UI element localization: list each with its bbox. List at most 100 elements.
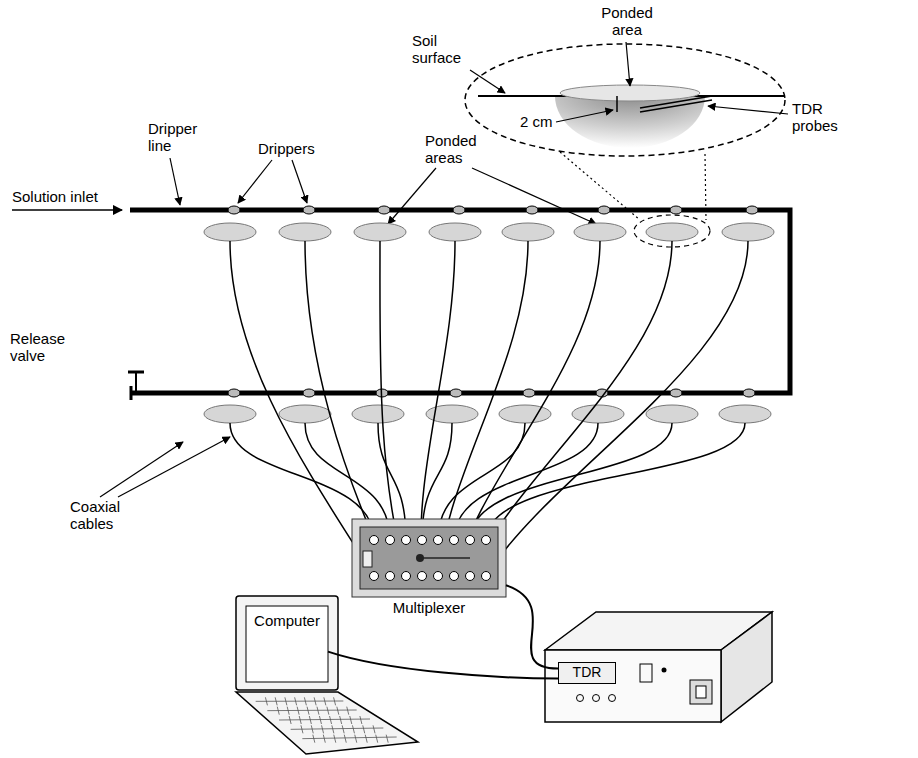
multiplexer-port	[466, 536, 475, 545]
keyboard-key	[313, 735, 315, 743]
dripper	[453, 206, 465, 214]
annotation-label: Drippers	[258, 140, 315, 157]
tdr-connector	[690, 680, 712, 704]
ponded-area	[646, 405, 698, 423]
keyboard-key	[365, 735, 367, 743]
ponded-area	[574, 223, 626, 241]
dripper	[303, 206, 315, 214]
multiplexer-port	[363, 551, 372, 567]
cable-connector	[506, 585, 558, 668]
leader-arrow	[388, 168, 436, 224]
dripper	[228, 206, 240, 214]
ponded-area	[352, 405, 404, 423]
tdr-connector	[696, 686, 706, 698]
keyboard-key	[347, 707, 349, 715]
ponded-area	[204, 223, 256, 241]
keyboard-key	[277, 707, 279, 715]
dripper	[598, 206, 610, 214]
keyboard-row	[302, 737, 396, 739]
keyboard-key	[301, 725, 303, 733]
leader-arrow	[556, 110, 613, 122]
keyboard-key	[322, 725, 324, 733]
laptop-base	[236, 692, 418, 754]
keyboard-key	[360, 716, 362, 724]
annotation-label: TDR probes	[792, 100, 848, 134]
ponded-area	[279, 405, 331, 423]
leader-arrow	[292, 160, 307, 203]
multiplexer-panel	[360, 527, 498, 589]
multiplexer-port	[386, 572, 395, 581]
multiplexer-port	[370, 536, 379, 545]
multiplexer-port	[450, 536, 459, 545]
multiplexer-port	[402, 536, 411, 545]
keyboard-key	[287, 707, 289, 715]
annotation-label: Solution inlet	[12, 188, 98, 205]
multiplexer-port	[434, 536, 443, 545]
keyboard-key	[334, 697, 336, 705]
multiplexer-box: Multiplexer	[352, 519, 506, 597]
dripper	[450, 389, 462, 397]
ponded-area	[560, 85, 700, 101]
coaxial-cable	[486, 241, 748, 576]
inset-outline	[465, 44, 785, 156]
keyboard-key	[317, 707, 319, 715]
line-end	[130, 386, 133, 400]
keyboard-key	[323, 735, 325, 743]
keyboard-key	[376, 735, 378, 743]
multiplexer-port	[386, 536, 395, 545]
dripper	[228, 389, 240, 397]
multiplexer-port	[402, 572, 411, 581]
dripper	[378, 206, 390, 214]
annotation-label: Ponded areas	[425, 132, 487, 166]
dripper	[303, 389, 315, 397]
multiplexer-port	[466, 572, 475, 581]
multiplexer-port	[450, 572, 459, 581]
leader-arrow	[470, 70, 505, 93]
keyboard-key	[297, 707, 299, 715]
ponded-area	[429, 223, 481, 241]
multiplexer-port	[370, 572, 379, 581]
dripper	[743, 389, 755, 397]
multiplexer-switch	[416, 554, 424, 562]
multiplexer-port	[418, 572, 427, 581]
dripper	[746, 206, 758, 214]
ponded-area	[572, 405, 624, 423]
keyboard-key	[332, 725, 334, 733]
ponded-area	[719, 405, 771, 423]
keyboard-key	[330, 716, 332, 724]
keyboard-key	[350, 716, 352, 724]
keyboard-key	[289, 716, 291, 724]
keyboard-key	[344, 735, 346, 743]
leader-arrow	[626, 42, 630, 86]
keyboard-key	[319, 716, 321, 724]
wetted-soil	[555, 96, 705, 148]
laptop-lid	[236, 596, 338, 690]
keyboard-key	[363, 725, 365, 733]
annotation-label: 2 cm	[520, 113, 553, 130]
tdr-front	[545, 650, 721, 722]
ponded-area	[502, 223, 554, 241]
multiplexer-port	[418, 536, 427, 545]
keyboard-key	[337, 707, 339, 715]
dripper-line	[130, 210, 790, 393]
ponded-area	[646, 223, 698, 241]
dripper	[670, 389, 682, 397]
node-label: Computer	[246, 606, 328, 629]
keyboard-row	[279, 719, 370, 720]
keyboard-key	[340, 716, 342, 724]
tdr-side	[721, 612, 772, 722]
ponded-area	[722, 223, 774, 241]
keyboard-key	[324, 697, 326, 705]
keyboard-key	[299, 716, 301, 724]
tdr-button	[662, 668, 667, 673]
annotation-label: Release valve	[10, 330, 70, 364]
multiplexer-port	[482, 572, 491, 581]
keyboard-key	[342, 725, 344, 733]
coaxial-cable	[486, 423, 745, 540]
ponded-area	[279, 223, 331, 241]
keyboard-key	[352, 725, 354, 733]
leader-arrow	[472, 168, 596, 224]
